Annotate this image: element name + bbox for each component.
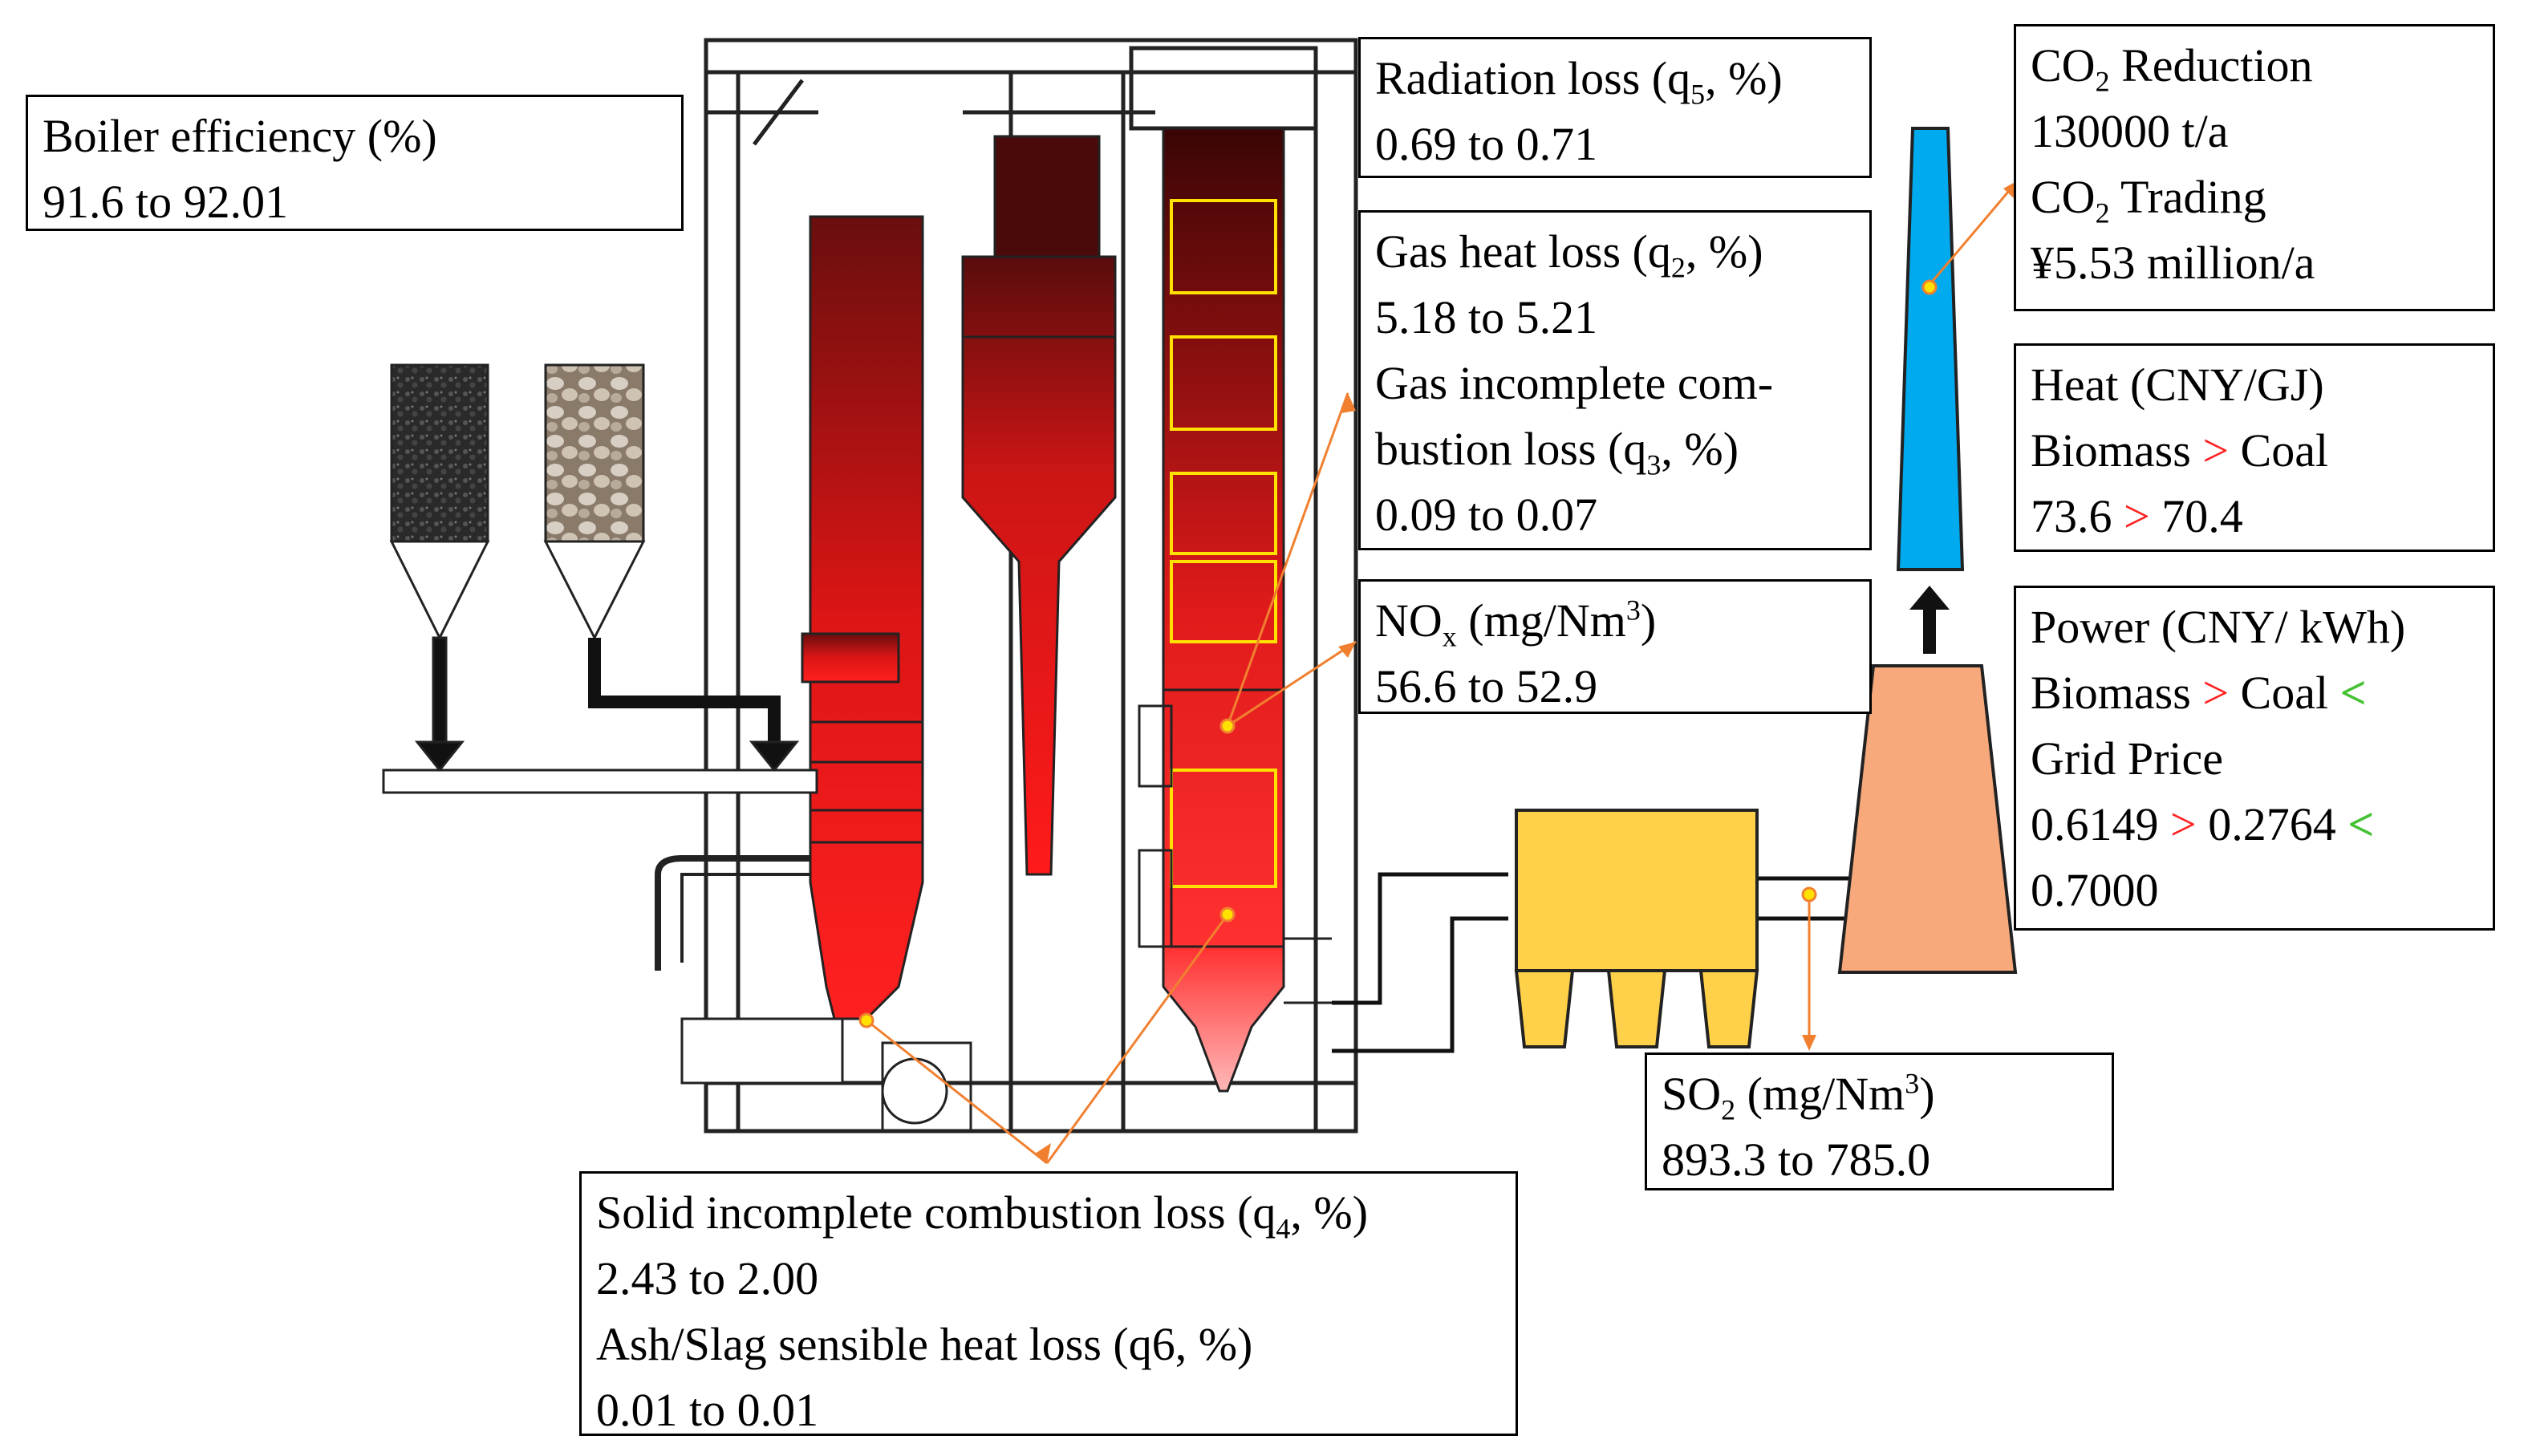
bag-filter	[1514, 809, 1759, 1048]
solid-incomplete-label: Solid incomplete combustion loss (q4, %)	[596, 1186, 1369, 1245]
co2-trading-label: CO2 Trading	[2031, 171, 2266, 229]
biomass-hopper	[543, 363, 800, 773]
coal-hopper	[389, 363, 490, 773]
nox-box: NOx (mg/Nm3) 56.6 to 52.9	[1358, 579, 1872, 714]
co2-reduction-label: CO2 Reduction	[2031, 39, 2313, 98]
pointer-lines	[866, 180, 2019, 1165]
power-fuel-compare: Biomass > Coal <	[2031, 667, 2367, 719]
boiler-efficiency-box: Boiler efficiency (%) 91.6 to 92.01	[26, 95, 684, 231]
co2-reduction-value: 130000 t/a	[2031, 105, 2229, 157]
chimney	[1896, 127, 1965, 571]
heat-fuel-compare: Biomass > Coal	[2031, 424, 2329, 477]
nox-label: NOx (mg/Nm3)	[1375, 594, 1657, 653]
ash-slag-label: Ash/Slag sensible heat loss (q6, %)	[596, 1318, 1253, 1370]
boiler-efficiency-label: Boiler efficiency (%)	[43, 110, 437, 162]
tail-heating-column	[1162, 127, 1285, 1093]
heating-zones	[1170, 199, 1277, 888]
co2-trading-value: ¥5.53 million/a	[2031, 237, 2315, 289]
power-values: 0.6149 > 0.2764 <	[2031, 798, 2375, 850]
feed-conveyor	[382, 769, 818, 794]
so2-value: 893.3 to 785.0	[1662, 1134, 1931, 1186]
flue-ducts	[1332, 872, 1861, 1053]
power-title: Power (CNY/ kWh)	[2031, 601, 2406, 653]
radiation-loss-box: Radiation loss (q5, %) 0.69 to 0.71	[1358, 37, 1872, 178]
so2-box: SO2 (mg/Nm3) 893.3 to 785.0	[1645, 1052, 2114, 1190]
nox-value: 56.6 to 52.9	[1375, 660, 1598, 712]
boiler-efficiency-value: 91.6 to 92.01	[43, 176, 289, 228]
gas-incomplete-value: 0.09 to 0.07	[1375, 489, 1598, 541]
radiation-loss-value: 0.69 to 0.71	[1375, 118, 1598, 170]
furnace	[801, 215, 924, 1020]
co2-box: CO2 Reduction 130000 t/a CO2 Trading ¥5.…	[2014, 24, 2495, 311]
upward-arrow-icon	[1909, 586, 1950, 654]
power-price-box: Power (CNY/ kWh) Biomass > Coal < Grid P…	[2014, 586, 2495, 931]
base-equipment	[655, 704, 1332, 1133]
so2-label: SO2 (mg/Nm3)	[1662, 1067, 1935, 1126]
solid-loss-box: Solid incomplete combustion loss (q4, %)…	[579, 1171, 1518, 1436]
heat-title: Heat (CNY/GJ)	[2031, 359, 2324, 411]
grid-price-label: Grid Price	[2031, 732, 2223, 785]
stack-housing	[1837, 664, 2018, 974]
cyclone-separator	[961, 135, 1117, 876]
ash-slag-value: 0.01 to 0.01	[596, 1384, 819, 1436]
radiation-loss-label: Radiation loss (q5, %)	[1375, 52, 1783, 111]
gas-loss-box: Gas heat loss (q2, %) 5.18 to 5.21 Gas i…	[1358, 210, 1872, 550]
gas-incomplete-label-1: Gas incomplete com-	[1375, 357, 1774, 409]
grid-price-value: 0.7000	[2031, 864, 2159, 916]
gas-heat-loss-value: 5.18 to 5.21	[1375, 291, 1598, 343]
measurement-points	[858, 279, 1938, 1028]
solid-incomplete-value: 2.43 to 2.00	[596, 1252, 819, 1304]
heat-price-box: Heat (CNY/GJ) Biomass > Coal 73.6 > 70.4	[2014, 343, 2495, 552]
heat-values: 73.6 > 70.4	[2031, 490, 2243, 542]
gas-incomplete-label-2: bustion loss (q3, %)	[1375, 423, 1739, 481]
gas-heat-loss-label: Gas heat loss (q2, %)	[1375, 225, 1763, 284]
